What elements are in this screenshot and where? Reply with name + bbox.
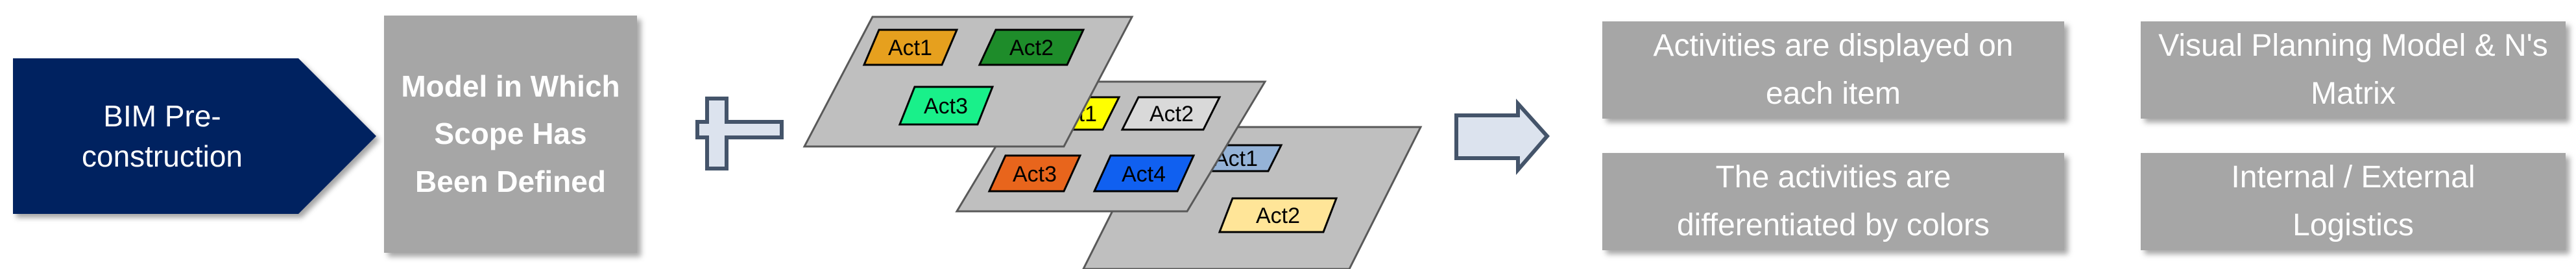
visual-planning-text: Visual Planning Model & N's Matrix [2158, 28, 2548, 111]
activities-colors-text: The activities are differentiated by col… [1676, 159, 1990, 242]
act3-top-label: Act3 [924, 94, 968, 119]
act4-middle-tag [1092, 154, 1196, 193]
scope-defined-box: Model in Which Scope Has Been Defined [384, 16, 637, 253]
act2-middle-label: Act2 [1150, 102, 1194, 126]
act3-middle-label: Act3 [1013, 162, 1057, 187]
act1-top-tag [862, 29, 959, 66]
act2-bottom-tag [1218, 197, 1338, 233]
act4-middle-label: Act4 [1122, 162, 1166, 187]
act2-top-tag [978, 29, 1085, 66]
bim-preconstruction-label: BIM Pre-construction [13, 58, 311, 214]
act2-middle-tag [1120, 96, 1222, 131]
activities-displayed-text: Activities are displayed on each item [1653, 28, 2014, 111]
activities-colors-box: The activities are differentiated by col… [1602, 153, 2064, 250]
bim-preconstruction-text: BIM Pre-construction [81, 99, 243, 173]
act1-top-label: Act1 [888, 36, 932, 60]
logistics-text: Internal / External Logistics [2231, 159, 2475, 242]
bim-preconstruction-shape [13, 58, 376, 214]
scope-defined-text: Model in Which Scope Has Been Defined [401, 69, 620, 198]
logistics-box: Internal / External Logistics [2141, 153, 2566, 250]
act2-top-label: Act2 [1009, 36, 1053, 60]
activities-displayed-box: Activities are displayed on each item [1602, 21, 2064, 119]
act2-bottom-label: Act2 [1256, 204, 1300, 228]
act3-top-tag [898, 86, 994, 126]
visual-planning-box: Visual Planning Model & N's Matrix [2141, 21, 2566, 119]
plus-icon [695, 97, 784, 170]
act3-middle-tag [987, 154, 1082, 193]
right-arrow-icon [1454, 99, 1550, 176]
